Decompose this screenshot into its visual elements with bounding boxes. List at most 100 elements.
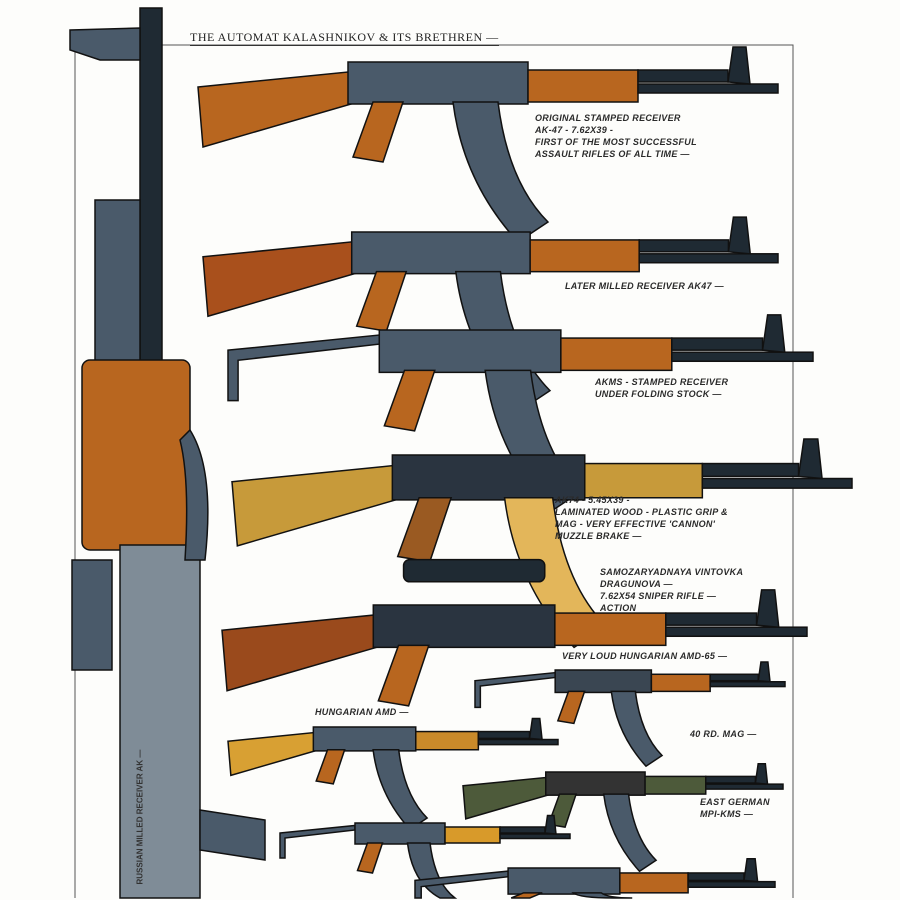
handguard xyxy=(81,359,191,551)
front-sight xyxy=(69,27,141,61)
barrel xyxy=(705,783,784,790)
gas-tube xyxy=(637,69,729,83)
receiver xyxy=(119,544,201,899)
pistol-grip xyxy=(396,497,453,563)
receiver xyxy=(372,604,556,649)
magazine xyxy=(602,793,658,873)
magazine xyxy=(571,892,633,899)
caption-line: 40 RD. MAG — xyxy=(690,729,757,739)
rifle-caption: 40 RD. MAG — xyxy=(690,728,757,740)
handguard xyxy=(644,775,707,795)
barrel xyxy=(638,253,779,264)
caption-line: VERY LOUD HUNGARIAN AMD-65 — xyxy=(562,651,728,661)
caption-line: ACTION xyxy=(600,603,637,613)
handguard xyxy=(444,826,501,844)
receiver xyxy=(354,822,446,845)
front-sight xyxy=(757,661,771,683)
rifle-caption: VERY LOUD HUNGARIAN AMD-65 — xyxy=(562,650,727,662)
pistol-grip xyxy=(510,892,543,899)
caption-line: ASSAULT RIFLES OF ALL TIME — xyxy=(535,149,690,159)
receiver xyxy=(312,726,417,752)
magazine xyxy=(406,842,458,899)
rifle-amd65 xyxy=(474,661,786,768)
front-sight xyxy=(755,589,780,629)
stock xyxy=(231,464,404,547)
vertical-milled-ak xyxy=(69,7,266,899)
caption-line: MAG - VERY EFFECTIVE 'CANNON' xyxy=(555,519,716,529)
scope xyxy=(402,558,546,583)
caption-line: MUZZLE BRAKE — xyxy=(555,531,642,541)
magazine xyxy=(610,690,664,768)
gas-tube xyxy=(701,462,800,478)
folding-stock xyxy=(474,671,556,709)
poster-title: THE AUTOMAT KALASHNIKOV & ITS BRETHREN — xyxy=(190,30,499,46)
rifle-caption: LATER MILLED RECEIVER AK47 — xyxy=(565,280,724,292)
selector-lever xyxy=(199,809,266,861)
caption-line: LAMINATED WOOD - PLASTIC GRIP & xyxy=(555,507,728,517)
handguard xyxy=(560,337,673,372)
barrel xyxy=(671,351,814,363)
rifle-caption: EAST GERMAN MPI-KMS — xyxy=(700,796,770,820)
gas-tube xyxy=(499,826,546,834)
gas-tube xyxy=(665,612,758,626)
rifle-caption: HUNGARIAN AMD — xyxy=(315,706,409,718)
barrel xyxy=(477,738,559,746)
pistol-grip xyxy=(377,644,430,707)
barrel xyxy=(687,880,776,888)
rifle-short-ak xyxy=(279,814,571,899)
handguard xyxy=(554,612,667,647)
gas-tube xyxy=(705,775,757,784)
front-sight xyxy=(743,857,759,883)
gas-tube xyxy=(477,730,531,740)
pistol-grip xyxy=(315,749,346,785)
caption-line: 7.62x54 SNIPER RIFLE — xyxy=(600,591,717,601)
barrel xyxy=(665,626,808,638)
rifle-ak74 xyxy=(231,438,853,649)
handguard xyxy=(527,69,639,103)
front-sight xyxy=(754,762,769,785)
caption-line: AK-47 - 7.62x39 - xyxy=(535,125,614,135)
receiver xyxy=(347,61,529,105)
stock xyxy=(221,614,385,692)
magazine xyxy=(452,101,550,243)
front-sight xyxy=(761,314,786,354)
sling-swivel xyxy=(179,428,209,561)
caption-line: AKMS - STAMPED RECEIVER xyxy=(595,377,729,387)
rifle-caption: AK74 - 5.45x39 -LAMINATED WOOD - PLASTIC… xyxy=(555,494,728,542)
receiver xyxy=(554,669,653,694)
receiver xyxy=(545,771,646,796)
stock xyxy=(202,241,363,318)
gas-tube xyxy=(671,337,764,351)
rifle-svd-dragunov xyxy=(221,558,808,707)
rifle-hungarian-amd xyxy=(227,717,559,831)
stock xyxy=(227,731,320,777)
receiver xyxy=(507,867,621,895)
gas-block xyxy=(94,199,141,371)
stock xyxy=(197,71,359,148)
receiver xyxy=(350,231,531,275)
barrel xyxy=(637,83,779,94)
pistol-grip xyxy=(547,793,578,829)
front-sight xyxy=(528,717,543,741)
barrel xyxy=(499,833,571,840)
rifle-mpi-kms xyxy=(462,762,784,873)
handguard xyxy=(584,462,704,499)
folding-stock xyxy=(279,824,356,859)
caption-line: DRAGUNOVA — xyxy=(600,579,673,589)
handguard xyxy=(529,239,640,273)
barrel xyxy=(709,681,786,688)
caption-line: MPI-KMS — xyxy=(700,809,754,819)
caption-line: EAST GERMAN xyxy=(700,797,770,807)
gas-tube xyxy=(638,239,730,253)
rifle-ak47-stamped xyxy=(197,46,779,243)
rifle-bottom-ak xyxy=(414,857,776,899)
caption-line: HUNGARIAN AMD — xyxy=(315,707,409,717)
receiver xyxy=(378,329,562,374)
caption-line: LATER MILLED RECEIVER AK47 — xyxy=(565,281,724,291)
front-sight xyxy=(727,46,751,85)
caption-line: FIRST OF THE MOST SUCCESSFUL xyxy=(535,137,697,147)
